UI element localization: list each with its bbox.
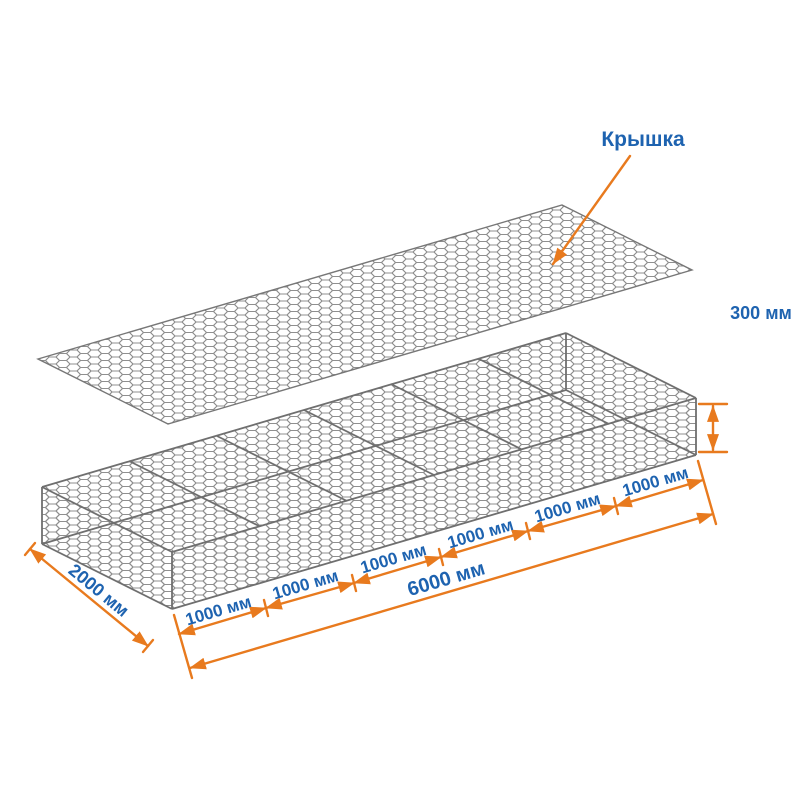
height-label: 300 мм <box>730 303 792 323</box>
divider-top-edge-2 <box>216 435 348 502</box>
divider-top-edge-3 <box>303 409 435 476</box>
lid-mesh-surface <box>36 204 694 425</box>
length-dimension-arrow <box>188 512 715 670</box>
rim-edge-left <box>41 486 173 553</box>
bottom-edge-right <box>565 389 697 456</box>
dimension-lines <box>23 154 729 680</box>
bottom-edge-back <box>41 389 567 545</box>
segment-arrow-6 <box>614 478 705 508</box>
width-dimension-arrow <box>28 547 150 648</box>
lid-callout-arrow <box>551 154 632 266</box>
divider-top-edge-5 <box>478 358 610 425</box>
divider-top-edge-4 <box>390 383 522 450</box>
rim-edge-right <box>565 332 697 399</box>
lid-label: Крышка <box>601 128 685 151</box>
lid-mesh-panel <box>36 204 694 425</box>
